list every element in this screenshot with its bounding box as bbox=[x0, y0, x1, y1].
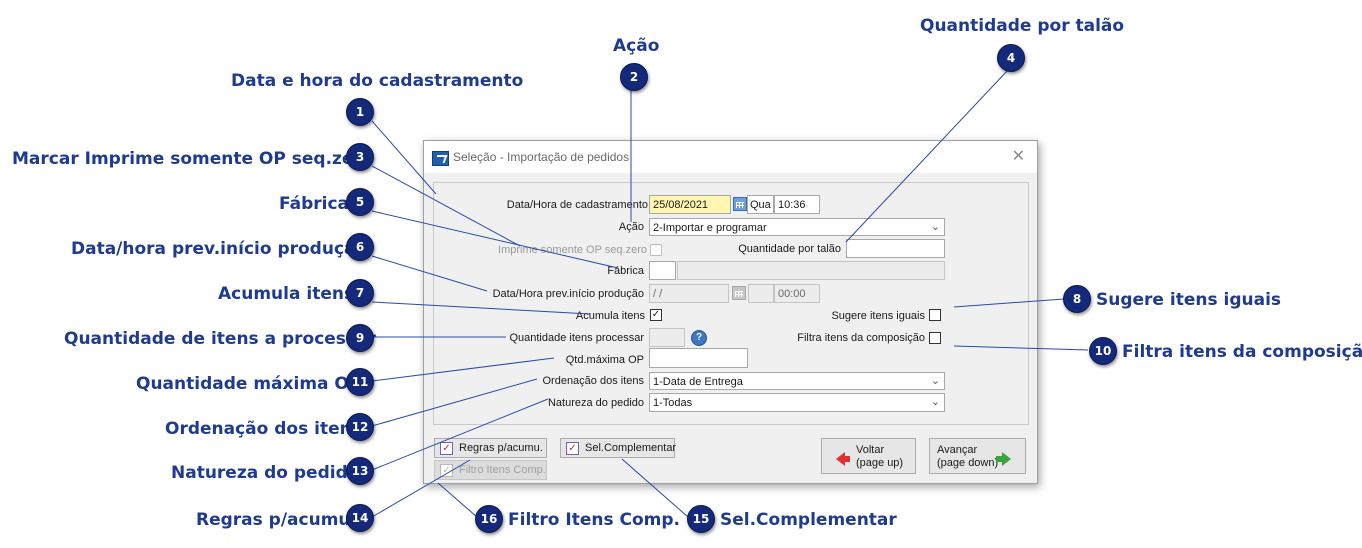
dialog-title: Seleção - Importação de pedidos bbox=[453, 150, 630, 164]
import-orders-dialog: Seleção - Importação de pedidos ✕ Data/H… bbox=[423, 140, 1038, 484]
acao-select[interactable]: 2-Importar e programar ⌄ bbox=[649, 218, 945, 236]
callout-4-badge: 4 bbox=[997, 44, 1025, 72]
arrow-left-icon bbox=[836, 452, 850, 466]
callout-11-badge: 11 bbox=[346, 368, 374, 396]
regras-acumu-button[interactable]: ✓ Regras p/acumu. bbox=[434, 438, 547, 458]
callout-16-badge: 16 bbox=[475, 505, 503, 533]
acao-label: Ação bbox=[618, 221, 644, 233]
ordenacao-value: 1-Data de Entrega bbox=[653, 376, 743, 388]
filtro-label: Filtro Itens Comp. bbox=[459, 464, 546, 476]
voltar-label: Voltar bbox=[856, 444, 885, 456]
callout-3-badge: 3 bbox=[346, 143, 374, 171]
data-cadastro-field[interactable]: 25/08/2021 bbox=[649, 195, 731, 214]
app-icon bbox=[432, 151, 449, 166]
callout-7-badge: 7 bbox=[346, 279, 374, 307]
natureza-select[interactable]: 1-Todas ⌄ bbox=[649, 393, 945, 412]
callout-14-label: Regras p/acumu. bbox=[196, 510, 357, 530]
callout-9-label: Quantidade de itens a processar bbox=[64, 329, 376, 349]
acao-value: 2-Importar e programar bbox=[653, 222, 767, 234]
qtd-processar-label: Quantidade itens processar bbox=[509, 332, 644, 344]
filter-icon: ✓ bbox=[440, 464, 453, 477]
filtra-checkbox[interactable] bbox=[929, 332, 941, 344]
callout-10-badge: 10 bbox=[1089, 337, 1117, 365]
data-hora-label: Data/Hora de cadastramento bbox=[506, 199, 648, 211]
callout-6-label: Data/hora prev.início produção bbox=[71, 239, 368, 259]
callout-14-badge: 14 bbox=[346, 504, 374, 532]
acumula-label: Acumula itens bbox=[575, 310, 645, 322]
natureza-value: 1-Todas bbox=[653, 397, 693, 409]
callout-13-badge: 13 bbox=[346, 457, 374, 485]
chevron-down-icon: ⌄ bbox=[930, 221, 940, 233]
callout-12-badge: 12 bbox=[346, 413, 374, 441]
prev-inicio-hora-field: 00:00 bbox=[774, 284, 820, 303]
hora-cadastro-field[interactable]: 10:36 bbox=[774, 195, 820, 214]
close-icon[interactable]: ✕ bbox=[1011, 146, 1025, 165]
arrow-right-icon bbox=[996, 452, 1011, 466]
fabrica-label: Fábrica bbox=[607, 265, 644, 277]
callout-2-label: Ação bbox=[613, 36, 660, 56]
qtd-maxima-field[interactable] bbox=[649, 348, 748, 368]
voltar-shortcut: (page up) bbox=[856, 457, 904, 469]
sel-complementar-label: Sel.Complementar bbox=[585, 442, 677, 454]
fabrica-name-field bbox=[677, 261, 945, 280]
callout-7-label: Acumula itens bbox=[218, 284, 355, 304]
callout-1-badge: 1 bbox=[346, 98, 374, 126]
callout-8-label: Sugere itens iguais bbox=[1096, 290, 1282, 310]
imprime-checkbox[interactable] bbox=[650, 244, 662, 256]
avancar-shortcut: (page down) bbox=[937, 457, 999, 469]
title-bar: Seleção - Importação de pedidos ✕ bbox=[424, 141, 1037, 173]
callout-4-label: Quantidade por talão bbox=[920, 16, 1125, 36]
qtd-processar-field bbox=[649, 328, 685, 347]
chevron-down-icon: ⌄ bbox=[930, 375, 940, 387]
callout-3-label: Marcar Imprime somente OP seq.zero bbox=[12, 149, 374, 169]
checklist-icon: ✓ bbox=[440, 442, 453, 455]
prev-inicio-dia-field bbox=[748, 284, 774, 303]
filtra-label: Filtra itens da composição bbox=[797, 332, 925, 344]
callout-1-label: Data e hora do cadastramento bbox=[231, 71, 524, 91]
quantidade-talao-field[interactable] bbox=[846, 239, 945, 258]
calendar-disabled-icon bbox=[732, 286, 746, 300]
avancar-label: Avançar bbox=[937, 444, 978, 456]
sel-complementar-button[interactable]: ✓ Sel.Complementar bbox=[560, 438, 677, 458]
sugere-checkbox[interactable] bbox=[929, 309, 941, 321]
callout-9-badge: 9 bbox=[346, 324, 374, 352]
voltar-button[interactable]: Voltar (page up) bbox=[821, 438, 916, 474]
callout-5-label: Fábrica bbox=[279, 194, 350, 214]
callout-10-label: Filtra itens da composição bbox=[1122, 342, 1362, 362]
natureza-label: Natureza do pedido bbox=[547, 397, 644, 409]
dia-semana-field: Qua bbox=[747, 195, 774, 214]
callout-8-badge: 8 bbox=[1063, 285, 1091, 313]
imprime-label: Imprime somente OP seq.zero bbox=[498, 244, 647, 256]
prev-inicio-label: Data/Hora prev.início produção bbox=[492, 288, 644, 300]
ordenacao-select[interactable]: 1-Data de Entrega ⌄ bbox=[649, 372, 945, 390]
callout-5-badge: 5 bbox=[346, 188, 374, 216]
ordenacao-label: Ordenação dos itens bbox=[542, 375, 644, 387]
regras-label: Regras p/acumu. bbox=[459, 442, 543, 454]
callout-11-label: Quantidade máxima OP bbox=[136, 374, 362, 394]
filtro-itens-comp-button[interactable]: ✓ Filtro Itens Comp. bbox=[434, 460, 547, 480]
callout-12-label: Ordenação dos itens bbox=[165, 419, 362, 439]
fabrica-code-field[interactable] bbox=[649, 261, 676, 280]
quantidade-talao-label: Quantidade por talão bbox=[738, 243, 841, 255]
avancar-button[interactable]: Avançar (page down) bbox=[929, 438, 1026, 474]
prev-inicio-date-field: / / bbox=[649, 284, 729, 303]
callout-2-badge: 2 bbox=[620, 63, 648, 91]
checklist-icon: ✓ bbox=[566, 442, 579, 455]
calendar-icon[interactable] bbox=[733, 197, 747, 211]
acumula-checkbox[interactable]: ✓ bbox=[650, 309, 662, 321]
callout-15-label: Sel.Complementar bbox=[720, 510, 897, 530]
sugere-label: Sugere itens iguais bbox=[831, 310, 925, 322]
qtd-maxima-label: Qtd.máxima OP bbox=[565, 354, 644, 366]
help-icon[interactable]: ? bbox=[691, 330, 707, 346]
callout-13-label: Natureza do pedido bbox=[171, 463, 360, 483]
callout-6-badge: 6 bbox=[346, 233, 374, 261]
callout-16-label: Filtro Itens Comp. bbox=[508, 510, 680, 530]
chevron-down-icon: ⌄ bbox=[930, 396, 940, 408]
callout-15-badge: 15 bbox=[687, 505, 715, 533]
